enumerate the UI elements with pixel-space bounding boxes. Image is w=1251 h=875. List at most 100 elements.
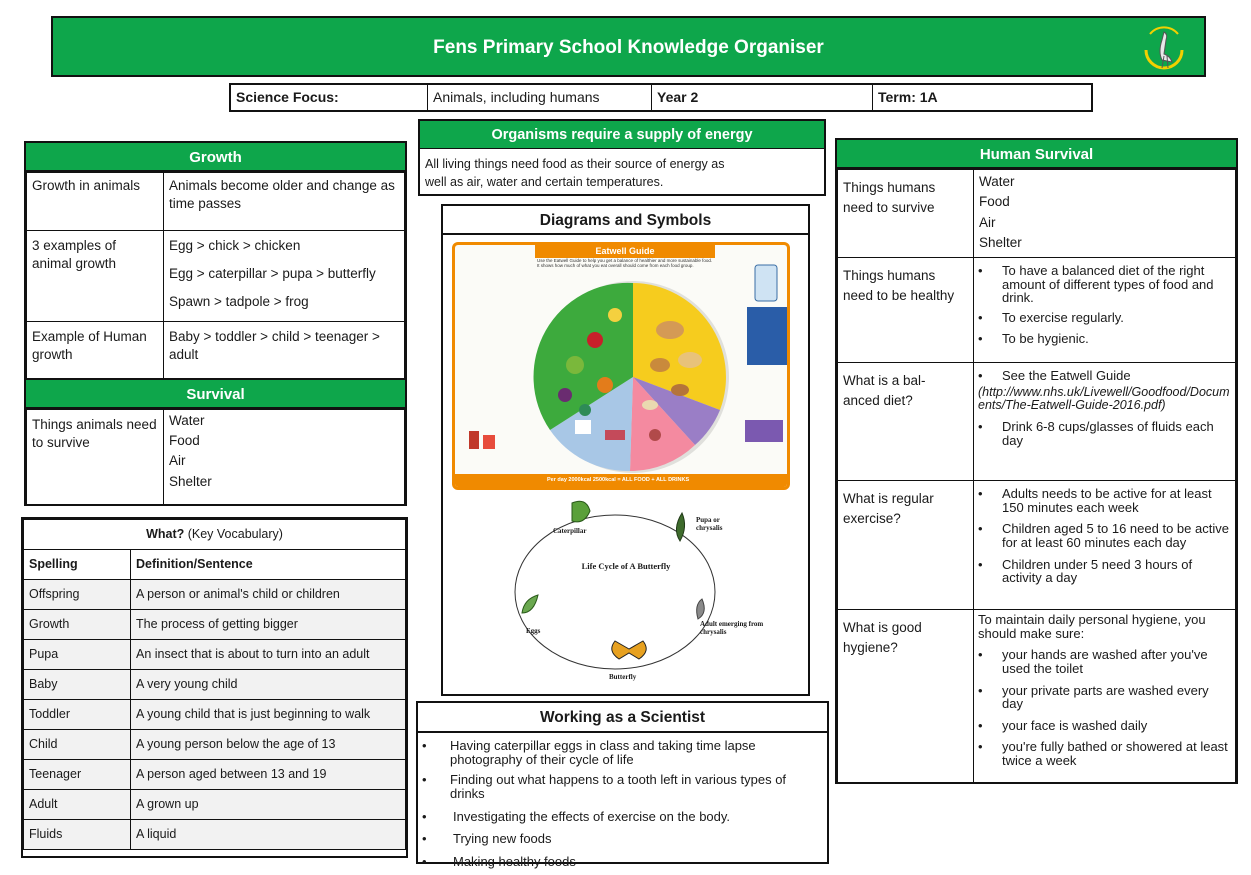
growth-row-answer: Baby > toddler > child > teenager > adul… bbox=[163, 321, 405, 380]
science-focus-bar: Science Focus: Animals, including humans… bbox=[229, 83, 1093, 112]
human-survive-item: Shelter bbox=[979, 234, 1022, 250]
growth-section: Growth Growth in animals Animals become … bbox=[24, 141, 407, 380]
growth-example: Egg > caterpillar > pupa > butterfly bbox=[169, 266, 376, 282]
focus-term: Term: 1A bbox=[878, 89, 938, 105]
eatwell-title: Eatwell Guide bbox=[535, 245, 715, 258]
list-item: To exercise regularly. bbox=[974, 311, 1231, 325]
hygiene-intro: To maintain daily personal hygiene, you … bbox=[978, 612, 1206, 641]
vocabulary-heading: What? (Key Vocabulary) bbox=[23, 519, 406, 550]
growth-example: Spawn > tadpole > frog bbox=[169, 294, 309, 310]
stage-label: Eggs bbox=[526, 627, 541, 635]
human-survival-table: Things humans need to survive Water Food… bbox=[837, 169, 1236, 783]
list-item: Investigating the effects of exercise on… bbox=[418, 809, 821, 824]
vocab-definition: A person aged between 13 and 19 bbox=[130, 759, 406, 790]
eatwell-subtitle: Use the Eatwell Guide to help you get a … bbox=[537, 258, 713, 268]
human-question: What is good hygiene? bbox=[837, 609, 974, 783]
vocab-definition: A grown up bbox=[130, 789, 406, 820]
list-item: Trying new foods bbox=[418, 832, 821, 846]
survival-item: Air bbox=[169, 453, 186, 469]
page-title: Fens Primary School Knowledge Organiser bbox=[433, 37, 824, 58]
vocab-col-header: Spelling bbox=[23, 549, 131, 580]
growth-table: Growth in animals Animals become older a… bbox=[26, 172, 405, 380]
list-item: To have a balanced diet of the right amo… bbox=[974, 264, 1231, 305]
eatwell-footer: Per day 2000kcal 2500kcal = ALL FOOD + A… bbox=[547, 477, 690, 483]
human-answer: To maintain daily personal hygiene, you … bbox=[973, 609, 1236, 783]
human-survival-heading: Human Survival bbox=[837, 140, 1236, 169]
energy-heading: Organisms require a supply of energy bbox=[420, 121, 824, 149]
diagrams-heading: Diagrams and Symbols bbox=[443, 206, 808, 235]
energy-section: Organisms require a supply of energy All… bbox=[418, 119, 826, 196]
vocab-word: Baby bbox=[23, 669, 131, 700]
stage-label: Caterpillar bbox=[553, 527, 587, 535]
growth-heading: Growth bbox=[26, 143, 405, 172]
vocab-col-header: Definition/Sentence bbox=[130, 549, 406, 580]
survival-item: Food bbox=[169, 433, 200, 449]
survival-table: Things animals need to survive Water Foo… bbox=[26, 409, 405, 505]
human-survive-item: Water bbox=[979, 174, 1015, 189]
vocab-word: Offspring bbox=[23, 579, 131, 610]
list-item: Having caterpillar eggs in class and tak… bbox=[418, 739, 821, 766]
growth-row-question: 3 examples of animal growth bbox=[26, 230, 164, 322]
list-item: your face is washed daily bbox=[974, 719, 1231, 733]
diet-list: Drink 6-8 cups/glasses of fluids each da… bbox=[974, 419, 1231, 447]
growth-row-question: Growth in animals bbox=[26, 172, 164, 231]
growth-row-answer: Egg > chick > chicken Egg > caterpillar … bbox=[163, 230, 405, 322]
stage-label: Adult emerging from chrysalis bbox=[700, 620, 764, 637]
eatwell-guide-image: Eatwell Guide Use the Eatwell Guide to h… bbox=[452, 242, 790, 490]
vocab-word: Adult bbox=[23, 789, 131, 820]
vocabulary-heading-rest: (Key Vocabulary) bbox=[184, 527, 283, 542]
list-item: Children under 5 need 3 hours of activit… bbox=[974, 557, 1231, 585]
vocab-definition: A person or animal's child or children bbox=[130, 579, 406, 610]
vocabulary-section: What? (Key Vocabulary) Spelling Definiti… bbox=[21, 517, 408, 858]
survival-item: Water bbox=[169, 413, 205, 428]
life-cycle-title: Life Cycle of A Butterfly bbox=[581, 561, 671, 571]
vocab-definition: A liquid bbox=[130, 819, 406, 850]
list-item: your hands are washed after you've used … bbox=[974, 648, 1231, 675]
human-survival-section: Human Survival Things humans need to sur… bbox=[835, 138, 1238, 784]
healthy-list: To have a balanced diet of the right amo… bbox=[974, 264, 1231, 345]
vocab-definition: A young person below the age of 13 bbox=[130, 729, 406, 760]
vocab-definition: A very young child bbox=[130, 669, 406, 700]
list-item: Drink 6-8 cups/glasses of fluids each da… bbox=[974, 419, 1231, 447]
human-question: Things humans need to be healthy bbox=[837, 257, 974, 363]
survival-question: Things animals need to survive bbox=[26, 409, 164, 505]
list-item: Making healthy foods bbox=[418, 855, 821, 869]
vocab-definition: A young child that is just beginning to … bbox=[130, 699, 406, 730]
focus-label: Science Focus: bbox=[231, 85, 428, 110]
vocabulary-table: What? (Key Vocabulary) Spelling Definiti… bbox=[23, 519, 406, 850]
vocab-definition: An insect that is about to turn into an … bbox=[130, 639, 406, 670]
human-survive-item: Food bbox=[979, 194, 1010, 210]
eatwell-plate-icon bbox=[455, 264, 787, 487]
eatwell-link[interactable]: (http://www.nhs.uk/Livewell/Goodfood/Doc… bbox=[978, 384, 1230, 412]
focus-year: Year 2 bbox=[652, 85, 873, 110]
vocab-word: Teenager bbox=[23, 759, 131, 790]
growth-example: Egg > chick > chicken bbox=[169, 238, 301, 253]
list-item: Adults needs to be active for at least 1… bbox=[974, 487, 1231, 514]
scientist-list: Having caterpillar eggs in class and tak… bbox=[418, 733, 827, 869]
header-banner: Fens Primary School Knowledge Organiser bbox=[51, 16, 1206, 77]
life-cycle-diagram: Life Cycle of A Butterfly Caterpillar Pu… bbox=[452, 497, 797, 687]
survival-heading: Survival bbox=[26, 380, 405, 409]
vocab-word: Toddler bbox=[23, 699, 131, 730]
energy-text: All living things need food as their sou… bbox=[425, 157, 725, 190]
survival-list: Water Food Air Shelter bbox=[163, 409, 405, 505]
human-answer: Water Food Air Shelter bbox=[973, 169, 1236, 258]
vocab-word: Pupa bbox=[23, 639, 131, 670]
survival-section: Survival Things animals need to survive … bbox=[24, 378, 407, 506]
diagrams-section: Diagrams and Symbols Eatwell Guide Use t… bbox=[441, 204, 810, 696]
human-answer: Adults needs to be active for at least 1… bbox=[973, 480, 1236, 610]
human-question: What is a bal-anced diet? bbox=[837, 362, 974, 481]
list-item: See the Eatwell Guide bbox=[974, 369, 1231, 383]
vocab-word: Fluids bbox=[23, 819, 131, 850]
diet-list: See the Eatwell Guide bbox=[974, 369, 1231, 383]
survival-item: Shelter bbox=[169, 473, 212, 489]
focus-topic: Animals, including humans bbox=[428, 85, 652, 110]
stage-label: Butterfly bbox=[609, 673, 637, 681]
